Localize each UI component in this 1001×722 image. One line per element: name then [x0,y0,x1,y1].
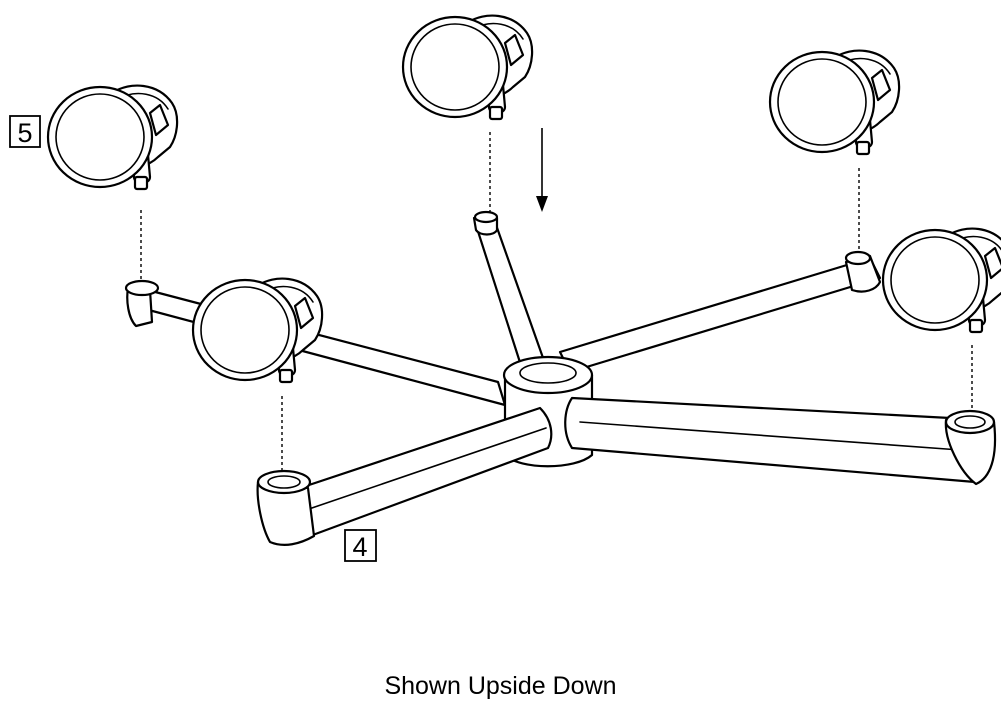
diagram-caption: Shown Upside Down [384,672,617,700]
base-arm-lower-left [298,406,553,538]
callout-base: 4 [344,529,377,562]
chair-base [124,210,997,546]
caster-upper-right [768,49,901,156]
caster-right [881,227,1001,334]
base-arm-rear [473,220,550,380]
down-arrow-icon [536,128,548,212]
base-arm-lower-right [564,396,977,484]
callout-caster: 5 [9,115,41,148]
callout-base-label: 4 [352,532,367,562]
caster-upper-left [46,84,179,191]
base-arm-upper-right [558,256,882,374]
caster-front-left [191,277,324,384]
caster-rear [401,14,534,121]
callout-caster-label: 5 [17,118,32,148]
